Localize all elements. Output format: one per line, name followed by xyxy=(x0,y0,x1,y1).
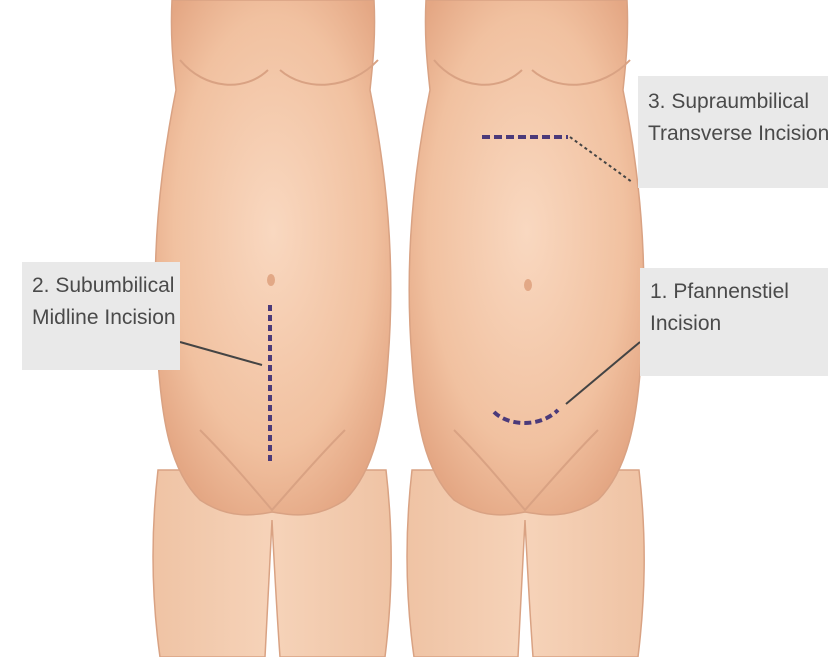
pfannenstiel-label-line2: Incision xyxy=(650,308,818,340)
pfannenstiel-label-title: Pfannenstiel xyxy=(673,280,789,303)
left-figure-navel xyxy=(267,274,275,286)
supraumbilical-incision-label: 3. Supraumbilical Transverse Incision xyxy=(638,76,828,188)
subumbilical-label-line1: 2. Subumbilical xyxy=(32,270,170,302)
left-torso-figure xyxy=(153,0,391,657)
pfannenstiel-incision-label: 1. Pfannenstiel Incision xyxy=(640,268,828,376)
subumbilical-label-title: Subumbilical xyxy=(55,274,174,297)
subumbilical-incision-label: 2. Subumbilical Midline Incision xyxy=(22,262,180,370)
supraumbilical-label-line1: 3. Supraumbilical xyxy=(648,86,818,118)
supraumbilical-label-number: 3. xyxy=(648,90,666,113)
pfannenstiel-label-line1: 1. Pfannenstiel xyxy=(650,276,818,308)
supraumbilical-label-title: Supraumbilical xyxy=(671,90,809,113)
right-torso-figure xyxy=(407,0,644,657)
subumbilical-label-number: 2. xyxy=(32,274,50,297)
pfannenstiel-label-number: 1. xyxy=(650,280,668,303)
right-figure-navel xyxy=(524,279,532,291)
subumbilical-label-line2: Midline Incision xyxy=(32,302,170,334)
supraumbilical-label-line2: Transverse Incision xyxy=(648,118,818,150)
